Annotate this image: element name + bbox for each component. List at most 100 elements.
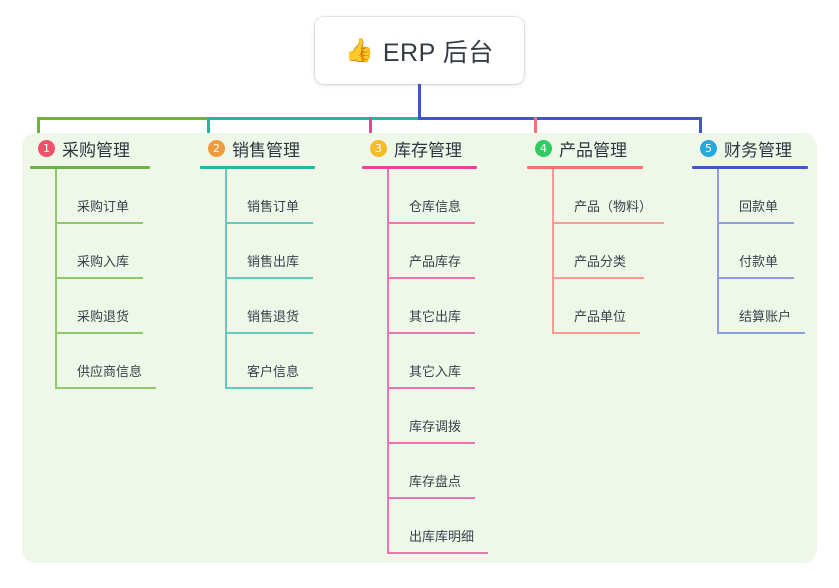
sub-item-underline — [225, 277, 313, 279]
sub-item[interactable]: 销售订单 — [225, 169, 315, 224]
sub-item-label: 付款单 — [739, 254, 779, 269]
sub-item-label: 出库库明细 — [409, 529, 475, 544]
category-underline — [200, 166, 315, 169]
sub-item-list: 销售订单销售出库销售退货客户信息 — [225, 169, 315, 389]
sub-item[interactable]: 销售退货 — [225, 279, 315, 334]
sub-item-underline — [55, 222, 143, 224]
sub-item[interactable]: 仓库信息 — [387, 169, 477, 224]
sub-item[interactable]: 产品库存 — [387, 224, 477, 279]
category-header-4[interactable]: 4 产品管理 — [527, 133, 643, 163]
sub-item-underline — [387, 552, 488, 554]
sub-item-label: 销售订单 — [247, 199, 300, 214]
sub-item[interactable]: 库存调拨 — [387, 389, 477, 444]
sub-item-list: 仓库信息产品库存其它出库其它入库库存调拨库存盘点出库库明细 — [387, 169, 488, 554]
sub-item-underline — [387, 497, 475, 499]
sub-item-underline — [387, 222, 475, 224]
connector-drop-4 — [534, 117, 537, 141]
vertical-connector — [55, 169, 57, 389]
category-number-badge: 2 — [208, 139, 225, 157]
connector-drop-5 — [699, 117, 702, 141]
sub-item[interactable]: 产品单位 — [552, 279, 643, 334]
sub-item[interactable]: 库存盘点 — [387, 444, 477, 499]
sub-item-label: 其它入库 — [409, 364, 462, 379]
thumbs-up-icon: 👍 — [345, 37, 374, 63]
sub-item-label: 库存调拨 — [409, 419, 462, 434]
sub-item[interactable]: 其它入库 — [387, 334, 477, 389]
category-underline — [30, 166, 150, 169]
sub-item-label: 其它出库 — [409, 309, 462, 324]
sub-item-label: 仓库信息 — [409, 199, 462, 214]
sub-item-label: 结算账户 — [739, 309, 792, 324]
connector-drop-3 — [369, 117, 372, 141]
connector-bar-segment-3 — [418, 117, 702, 120]
sub-item-list: 采购订单采购入库采购退货供应商信息 — [55, 169, 156, 389]
category-number-badge: 1 — [38, 139, 55, 157]
sub-item-label: 回款单 — [739, 199, 779, 214]
sub-item-list: 产品（物料） 产品分类产品单位 — [552, 169, 664, 334]
sub-item-label: 供应商信息 — [77, 364, 143, 379]
sub-item-label: 产品分类 — [574, 254, 627, 269]
sub-item-label: 采购退货 — [77, 309, 130, 324]
category-header-5[interactable]: 5 财务管理 — [692, 133, 808, 163]
sub-item-underline — [552, 332, 640, 334]
connector-bar-segment-1 — [37, 117, 210, 120]
sub-item[interactable]: 付款单 — [717, 224, 808, 279]
category-label: 产品管理 — [559, 140, 627, 160]
sub-item[interactable]: 产品（物料） — [552, 169, 664, 224]
sub-item-underline — [225, 387, 313, 389]
category-column-1: 1 采购管理采购订单采购入库采购退货供应商信息 — [30, 133, 156, 389]
category-label: 采购管理 — [62, 140, 130, 160]
sub-item-label: 采购入库 — [77, 254, 130, 269]
category-label: 库存管理 — [394, 140, 462, 160]
root-stem — [418, 84, 421, 120]
vertical-connector — [225, 169, 227, 389]
sub-item-underline — [717, 277, 794, 279]
sub-item-underline — [552, 222, 664, 224]
category-underline — [692, 166, 808, 169]
sub-item[interactable]: 回款单 — [717, 169, 808, 224]
diagram-panel: 1 采购管理采购订单采购入库采购退货供应商信息 2 销售管理销售订单销售出库销售退货客… — [22, 133, 817, 563]
connector-drop-2 — [207, 117, 210, 141]
sub-item-underline — [55, 387, 156, 389]
sub-item-label: 客户信息 — [247, 364, 300, 379]
category-column-2: 2 销售管理销售订单销售出库销售退货客户信息 — [200, 133, 315, 389]
sub-item-underline — [387, 332, 475, 334]
category-label: 销售管理 — [232, 140, 300, 160]
sub-item-underline — [717, 222, 794, 224]
sub-item[interactable]: 客户信息 — [225, 334, 315, 389]
category-number-badge: 4 — [535, 139, 552, 157]
sub-item-label: 库存盘点 — [409, 474, 462, 489]
category-header-1[interactable]: 1 采购管理 — [30, 133, 150, 163]
sub-item-underline — [225, 332, 313, 334]
sub-item-label: 产品（物料） — [574, 199, 653, 214]
sub-item[interactable]: 采购入库 — [55, 224, 150, 279]
category-number-badge: 5 — [700, 139, 717, 157]
sub-item-underline — [387, 387, 475, 389]
category-underline — [362, 166, 477, 169]
root-title: ERP 后台 — [382, 38, 494, 67]
sub-item[interactable]: 产品分类 — [552, 224, 644, 279]
sub-item-underline — [387, 277, 475, 279]
category-label: 财务管理 — [724, 140, 792, 160]
root-node[interactable]: 👍 ERP 后台 — [315, 17, 524, 84]
sub-item-underline — [717, 332, 805, 334]
sub-item-label: 销售退货 — [247, 309, 300, 324]
connector-drop-1 — [37, 117, 40, 141]
sub-item[interactable]: 结算账户 — [717, 279, 808, 334]
sub-item[interactable]: 出库库明细 — [387, 499, 488, 554]
sub-item-label: 产品单位 — [574, 309, 627, 324]
sub-item-label: 采购订单 — [77, 199, 130, 214]
sub-item[interactable]: 供应商信息 — [55, 334, 156, 389]
sub-item[interactable]: 销售出库 — [225, 224, 315, 279]
sub-item[interactable]: 采购订单 — [55, 169, 150, 224]
vertical-connector — [552, 169, 554, 334]
category-column-4: 4 产品管理产品（物料） 产品分类产品单位 — [527, 133, 664, 334]
sub-item-underline — [387, 442, 475, 444]
sub-item[interactable]: 其它出库 — [387, 279, 477, 334]
vertical-connector — [387, 169, 389, 554]
sub-item[interactable]: 采购退货 — [55, 279, 150, 334]
category-header-2[interactable]: 2 销售管理 — [200, 133, 315, 163]
sub-item-underline — [225, 222, 313, 224]
